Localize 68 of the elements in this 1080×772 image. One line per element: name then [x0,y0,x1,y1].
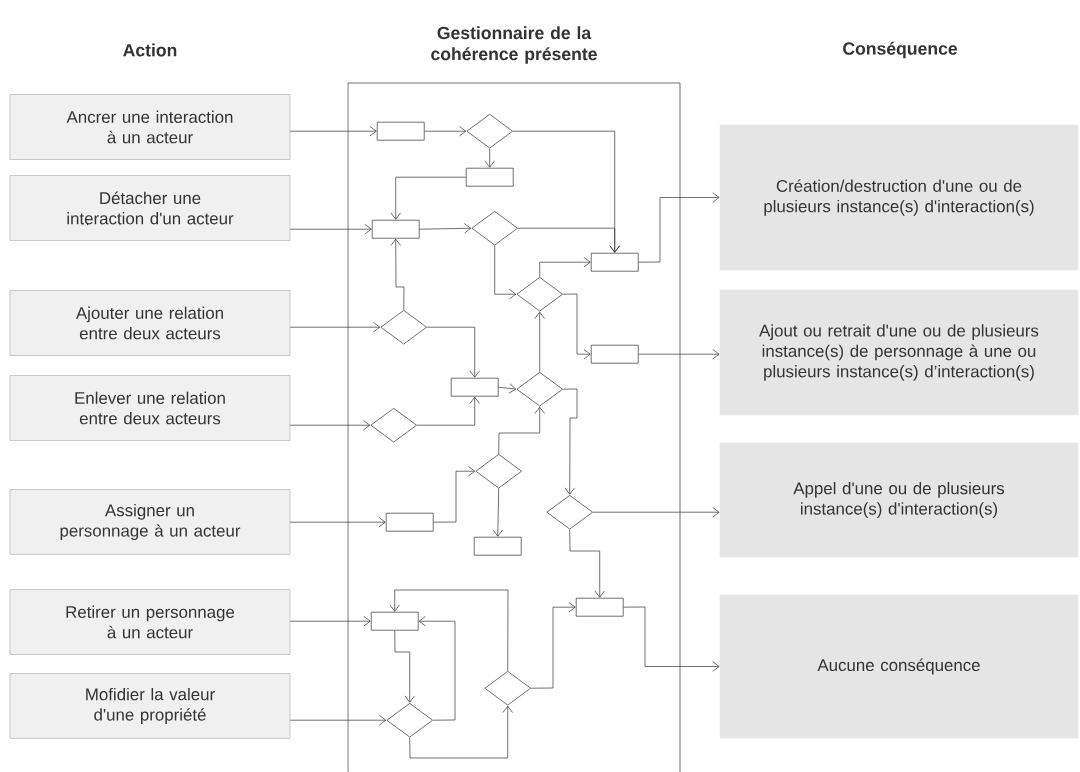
arrow [433,466,476,523]
action-box: Ancrer une interaction à un acteur [9,94,291,160]
arrow [569,529,605,598]
arrow [562,388,578,495]
arrow [418,616,456,721]
arrow [492,488,503,537]
decision-diamond [484,671,531,706]
arrow [539,257,591,278]
arrow [394,630,415,703]
arrow [289,715,387,726]
arrow [390,238,405,311]
column-heading: Conséquence [843,41,957,59]
decision-diamond [380,310,427,345]
arrow [424,126,467,137]
decision-diamond [475,454,522,489]
arrow [562,293,591,360]
decision-diamond [370,408,417,443]
process-box [590,252,639,272]
arrow [289,420,371,431]
process-box [371,219,420,239]
arrow [530,602,576,689]
action-box: Retirer un personnage à un acteur [9,589,291,655]
decision-diamond [386,703,433,738]
arrow [498,406,545,455]
arrow [390,176,467,220]
arrow [517,227,620,253]
arrow [289,224,372,235]
action-box: Assigner un personnage à un acteur [9,489,291,555]
arrow [416,396,480,426]
decision-diamond [516,277,563,312]
arrow [484,148,495,168]
arrow [389,589,509,672]
decision-diamond [516,372,563,407]
process-box [473,536,522,556]
arrow [419,223,472,234]
decision-diamond [471,211,518,246]
arrow [289,126,377,137]
consequence-box: Appel d'une ou de plusieurs instance(s) d'interaction(s) [719,442,1079,558]
process-box [385,512,434,532]
decision-diamond [546,495,593,530]
arrow [534,311,545,373]
arrow [289,517,386,528]
process-box [376,121,425,141]
arrow [289,616,371,627]
arrow [638,349,720,360]
decision-diamond [466,114,513,149]
arrow [592,507,720,518]
arrow [289,322,381,333]
consequence-box: Aucune conséquence [719,594,1079,739]
process-box [465,167,514,187]
process-box [575,597,624,617]
panel-heading: Gestionnaire de la cohérence présente [431,26,597,64]
arrow [409,705,513,759]
arrow [623,606,720,672]
process-box [590,344,639,364]
action-box: Ajouter une relation entre deux acteurs [9,290,291,356]
arrow [638,192,720,263]
action-box: Mofidier la valeur d'une propriété [9,673,291,739]
action-box: Enlever une relation entre deux acteurs [9,375,291,441]
action-box: Détacher une interaction d'un acteur [9,175,291,241]
arrow [498,383,517,394]
column-heading: Action [123,43,177,57]
consequence-box: Ajout ou retrait d'une ou de plusieurs instance(s) de personnage à une ou plusieurs instance(s) d’interaction(s) [719,289,1079,416]
consequence-box: Création/destruction d'une ou de plusieurs instance(s) d'interaction(s) [719,124,1079,271]
arrow [494,245,517,300]
process-box [450,377,499,397]
arrow [426,326,480,378]
process-box [370,611,419,631]
